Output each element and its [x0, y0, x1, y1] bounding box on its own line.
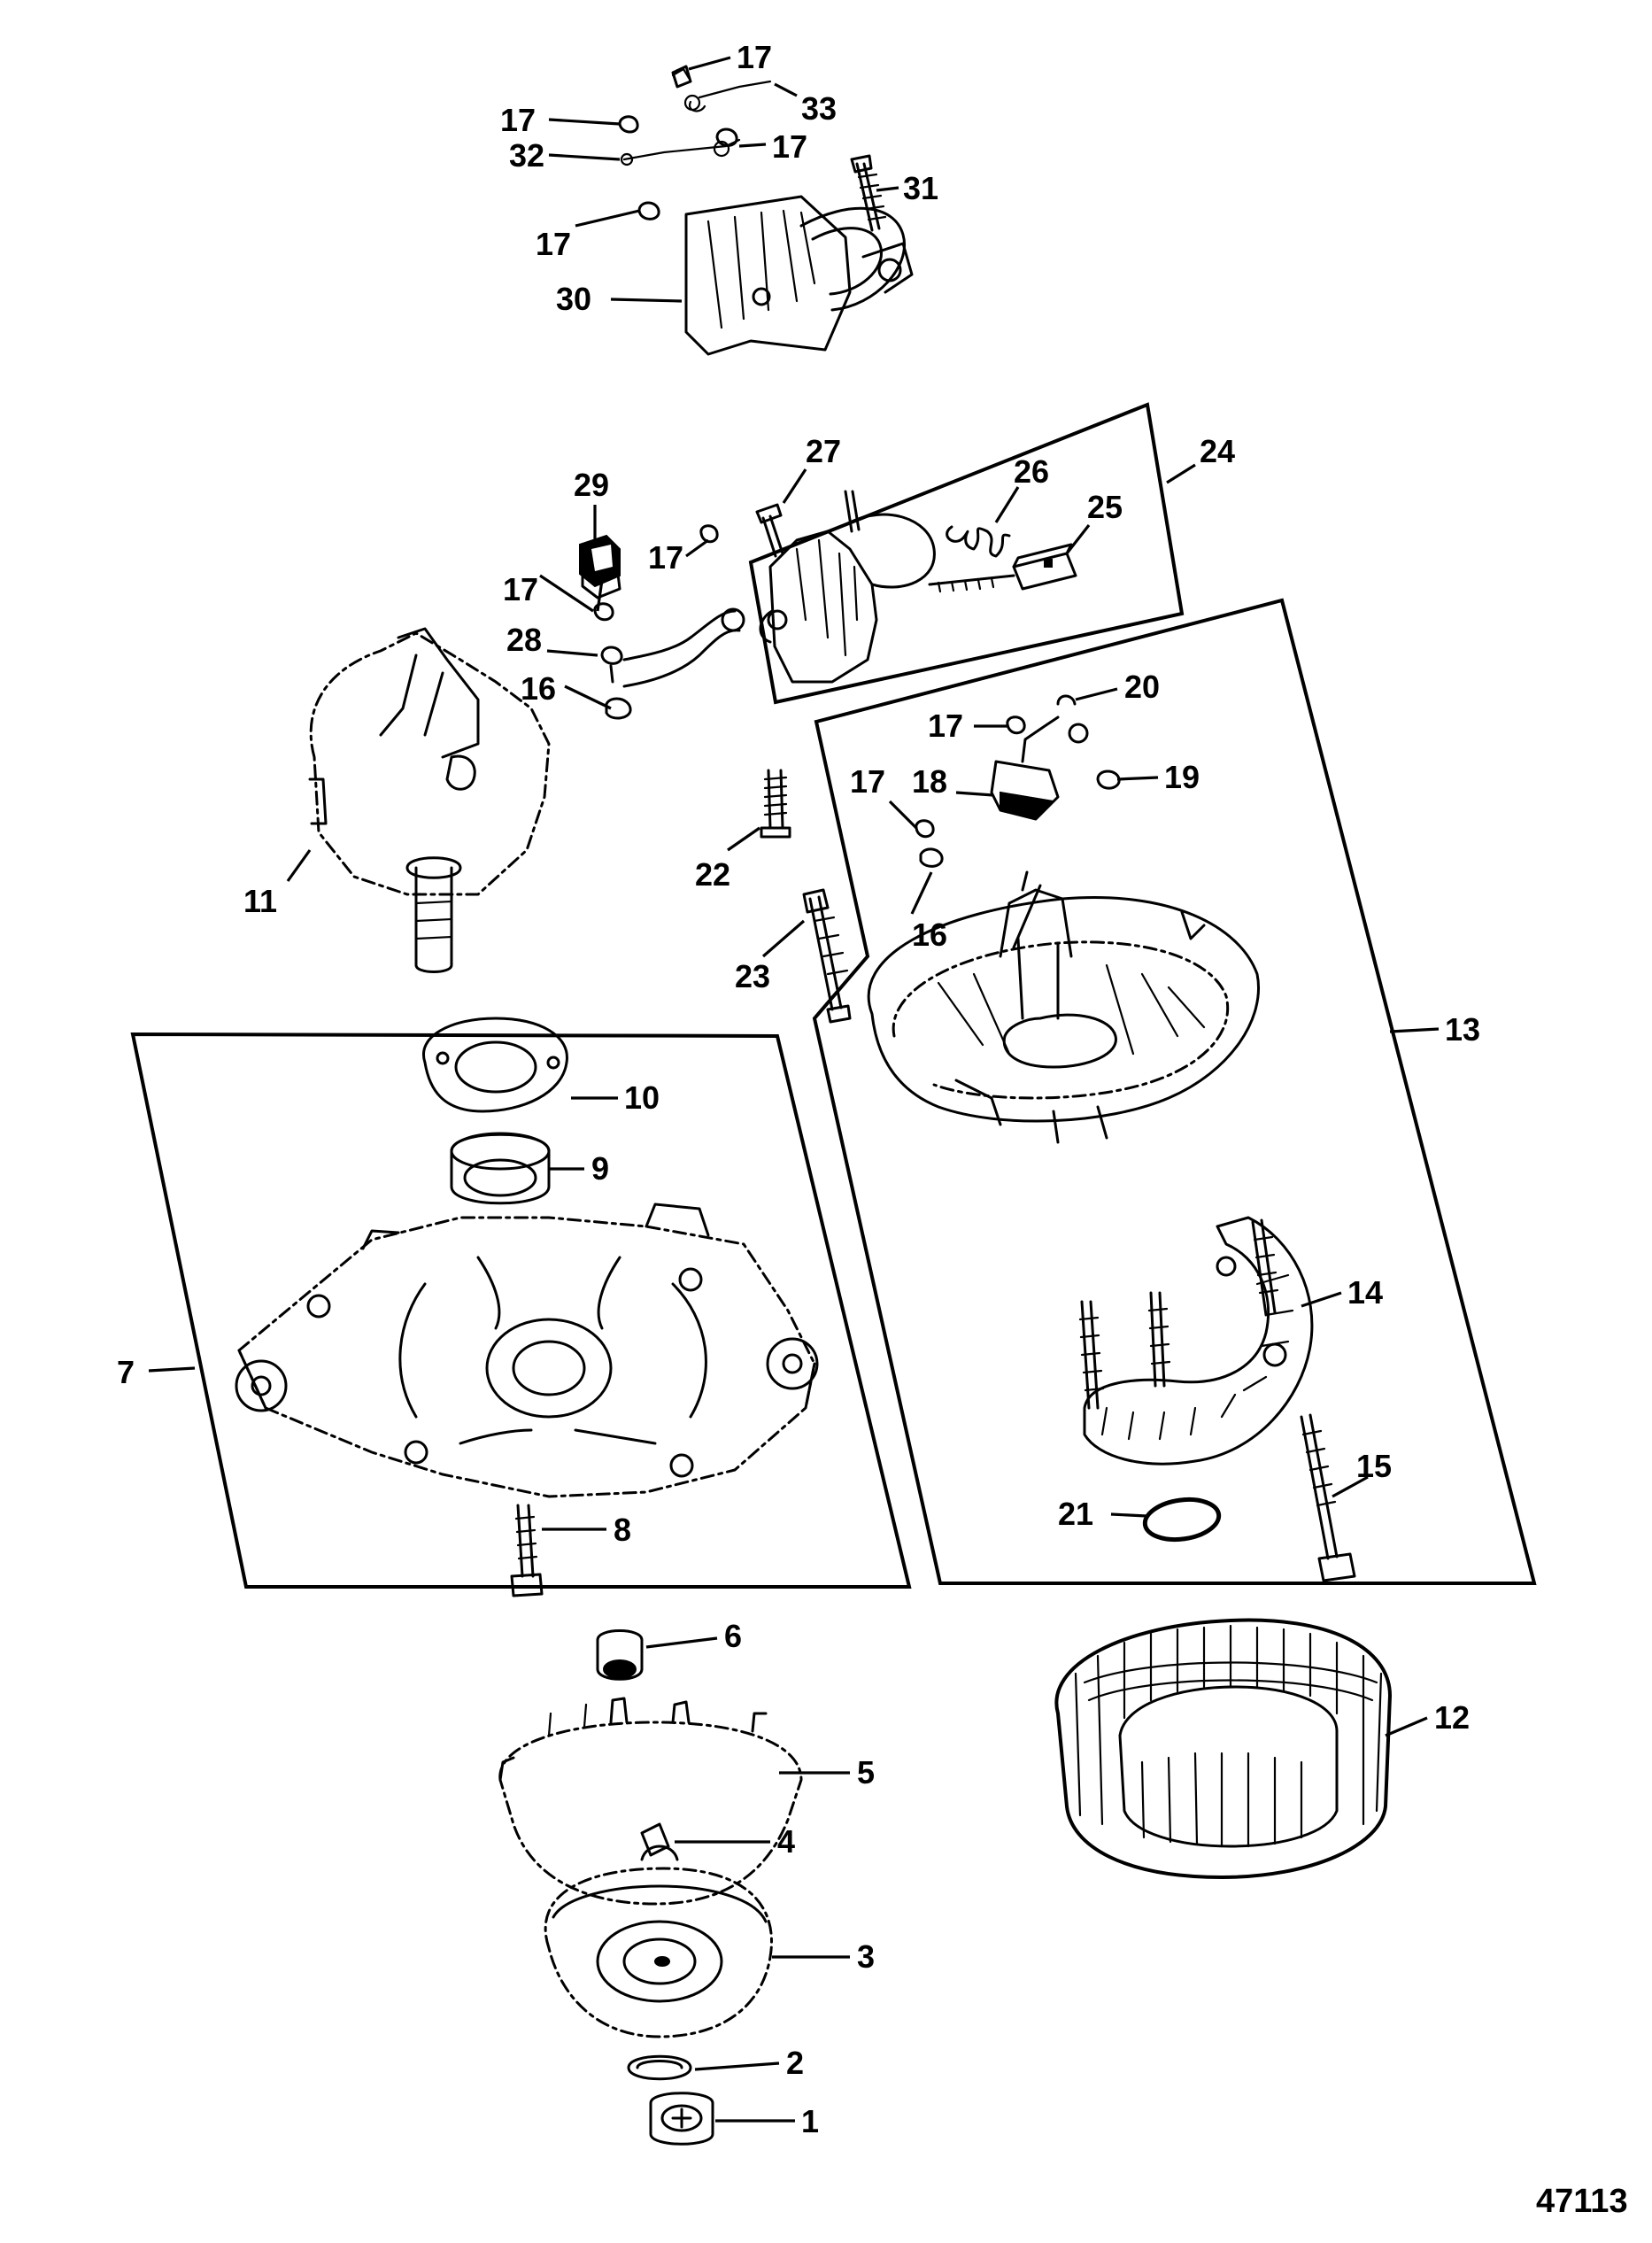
callout-16a: 16	[521, 670, 556, 707]
part-20-washer	[1056, 694, 1089, 744]
callout-26: 26	[1014, 453, 1049, 490]
callout-7: 7	[117, 1354, 135, 1390]
part-16-nut	[605, 697, 632, 720]
callout-10: 10	[624, 1079, 660, 1116]
callout-17c: 17	[772, 128, 807, 165]
callout-30: 30	[556, 281, 591, 317]
callout-13: 13	[1445, 1011, 1480, 1048]
part-lead-wire	[622, 607, 745, 688]
part-5-fan	[498, 1697, 803, 1906]
part-27-screw	[755, 503, 784, 558]
part-9-bearing	[450, 1132, 551, 1205]
part-23-screw	[802, 888, 852, 1024]
figure-number: 47113	[1536, 2183, 1628, 2220]
part-12-stator	[1054, 1618, 1392, 1879]
part-28-terminal	[600, 646, 623, 684]
callout-15: 15	[1356, 1448, 1392, 1484]
callout-1: 1	[801, 2103, 819, 2139]
callout-18: 18	[912, 763, 947, 800]
callout-16b: 16	[912, 917, 947, 953]
callout-17a: 17	[737, 39, 772, 75]
callout-22: 22	[695, 856, 730, 893]
callout-17f: 17	[503, 571, 538, 607]
callout-4: 4	[777, 1823, 795, 1860]
group-box-24	[748, 402, 1185, 705]
callout-31: 31	[903, 170, 938, 206]
part-30-cover	[684, 195, 914, 356]
callout-28: 28	[506, 622, 542, 658]
part-3-pulley	[544, 1867, 773, 2038]
part-29-nut	[579, 534, 621, 599]
callout-20: 20	[1124, 669, 1160, 705]
part-18-regulator	[990, 715, 1060, 821]
callout-25: 25	[1087, 489, 1123, 525]
callout-8: 8	[614, 1512, 631, 1548]
part-19-nut	[1096, 770, 1121, 790]
callout-11: 11	[243, 883, 277, 919]
callout-19: 19	[1164, 759, 1200, 795]
callout-27: 27	[806, 433, 841, 469]
part-4-key	[640, 1822, 679, 1861]
callout-17h: 17	[850, 763, 885, 800]
group-box-13	[812, 598, 1537, 1585]
callout-9: 9	[591, 1150, 609, 1187]
callout-17b: 17	[500, 102, 536, 138]
part-21-o-ring	[1142, 1497, 1222, 1543]
leader-lines	[148, 56, 1440, 2123]
callout-5: 5	[857, 1754, 875, 1791]
callout-17g: 17	[928, 708, 963, 744]
part-31-screw	[850, 154, 887, 232]
callout-3: 3	[857, 1938, 875, 1975]
callout-23: 23	[735, 958, 770, 994]
part-11-housing	[308, 627, 551, 973]
callout-6: 6	[724, 1618, 742, 1654]
part-7-drive-end-frame	[235, 1203, 819, 1498]
callout-29: 29	[574, 467, 609, 503]
callout-32: 32	[509, 137, 544, 174]
part-14-rectifier	[1078, 1216, 1314, 1466]
part-6-spacer	[596, 1629, 644, 1681]
part-8-bolt	[510, 1504, 544, 1597]
part-24-brush-holder	[759, 490, 936, 684]
callout-21: 21	[1058, 1496, 1093, 1532]
group-box-7	[130, 1032, 912, 1589]
part-22-stud	[760, 769, 791, 839]
part-15-bolt	[1300, 1413, 1356, 1582]
part-1-nut	[649, 2092, 714, 2146]
part-25-brush	[928, 543, 1077, 593]
callout-14: 14	[1347, 1274, 1383, 1311]
callout-17d: 17	[536, 226, 571, 262]
part-13-end-frame	[867, 870, 1260, 1144]
part-26-spring	[946, 525, 1011, 558]
callout-24: 24	[1200, 433, 1235, 469]
part-17-nut-top	[618, 65, 738, 220]
callout-labels: 1 2 3 4 5 6 7 8 9 10 11 12 13 14 15 16 1…	[117, 39, 1628, 2220]
callout-12: 12	[1434, 1699, 1470, 1736]
callout-2: 2	[786, 2045, 804, 2081]
part-10-gasket	[422, 1017, 568, 1113]
callout-33: 33	[801, 90, 837, 127]
callout-17e: 17	[648, 539, 683, 576]
part-17-nuts-13	[915, 715, 1026, 868]
part-2-washer	[627, 2054, 692, 2081]
